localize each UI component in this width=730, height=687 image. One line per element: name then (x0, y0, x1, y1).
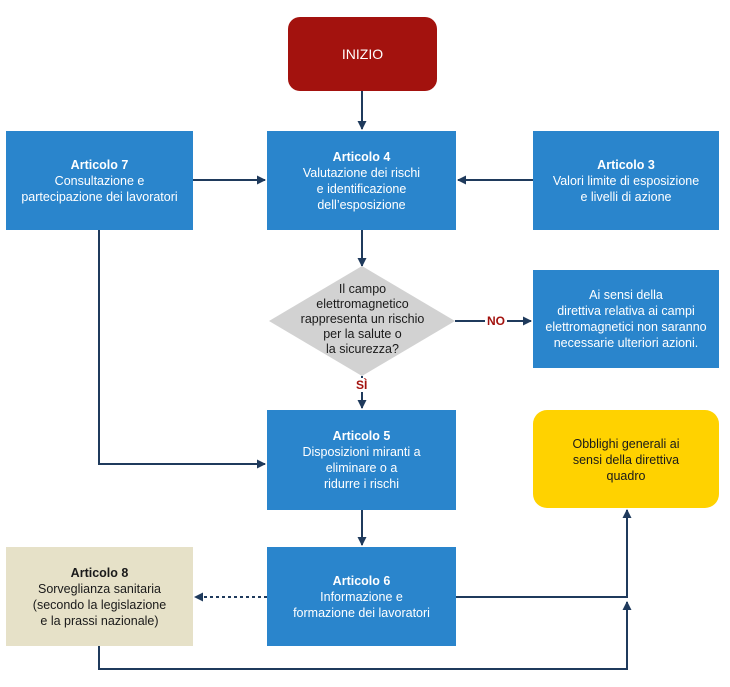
arrow-article6-to-general (456, 509, 632, 598)
start-label: INIZIO (341, 46, 384, 62)
article5-text: Disposizioni miranti a eliminare o a rid… (302, 445, 421, 491)
article5-title: Articolo 5 (332, 429, 391, 443)
article7-title: Articolo 7 (70, 157, 129, 172)
no-label: NO (485, 314, 507, 328)
article6-text: Informazione e formazione dei lavoratori (293, 589, 430, 620)
no-action-note-box: Ai sensi della direttiva relativa ai cam… (533, 270, 719, 368)
article8-title: Articolo 8 (70, 565, 129, 580)
article6-box: Articolo 6 Informazione e formazione dei… (267, 547, 456, 646)
general-obligations-box: Obblighi generali ai sensi della diretti… (533, 410, 719, 508)
article5-box: Articolo 5 Disposizioni miranti a elimin… (267, 410, 456, 510)
yes-label: SÌ (354, 378, 370, 392)
article4-title: Articolo 4 (332, 149, 391, 164)
article4-text: Valutazione dei rischi e identificazione… (302, 165, 421, 212)
general-obligations-text: Obblighi generali ai sensi della diretti… (572, 437, 680, 483)
decision-diamond (269, 266, 455, 376)
article7-box: Articolo 7 Consultazione e partecipazion… (6, 131, 193, 230)
start-node: INIZIO (288, 17, 437, 91)
arrow-article8-to-general (98, 601, 632, 670)
article7-text: Consultazione e partecipazione dei lavor… (21, 173, 178, 204)
article4-box: Articolo 4 Valutazione dei rischi e iden… (267, 131, 456, 230)
decision-question: Il campo elettromagnetico rappresenta un… (300, 282, 425, 356)
article3-box: Articolo 3 Valori limite di esposizione … (533, 131, 719, 230)
article3-title: Articolo 3 (597, 157, 655, 172)
no-action-note-text: Ai sensi della direttiva relativa ai cam… (545, 288, 707, 350)
article6-title: Articolo 6 (332, 573, 391, 588)
article8-text: Sorveglianza sanitaria (secondo la legis… (32, 581, 167, 628)
article3-text: Valori limite di esposizione e livelli d… (552, 173, 700, 204)
arrow-article7-to-article5 (98, 230, 266, 469)
article8-box: Articolo 8 Sorveglianza sanitaria (secon… (6, 547, 193, 646)
